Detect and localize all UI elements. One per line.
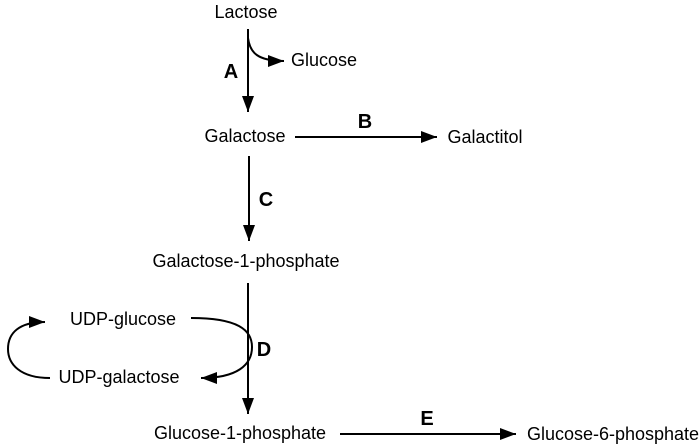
step-label-d: D	[256, 339, 272, 361]
node-glucose-6-phosphate: Glucose-6-phosphate	[526, 424, 700, 444]
node-galactose: Galactose	[204, 126, 286, 146]
node-glucose-1-phosphate: Glucose-1-phosphate	[153, 423, 327, 443]
arrow-udp-cycle-left	[6, 316, 51, 379]
node-glucose: Glucose	[290, 50, 358, 70]
node-galactose-1-phosphate: Galactose-1-phosphate	[152, 251, 340, 271]
step-label-c: C	[258, 189, 274, 211]
node-udp-galactose: UDP-galactose	[58, 367, 180, 387]
node-udp-glucose: UDP-glucose	[69, 309, 177, 329]
arrow-byproduct-glucose	[247, 37, 285, 67]
step-label-e: E	[420, 408, 434, 430]
arrow-udp-cycle-right	[190, 317, 254, 384]
step-label-b: B	[357, 111, 373, 133]
step-label-a: A	[223, 61, 239, 83]
node-galactitol: Galactitol	[447, 127, 523, 147]
node-lactose: Lactose	[214, 2, 278, 22]
